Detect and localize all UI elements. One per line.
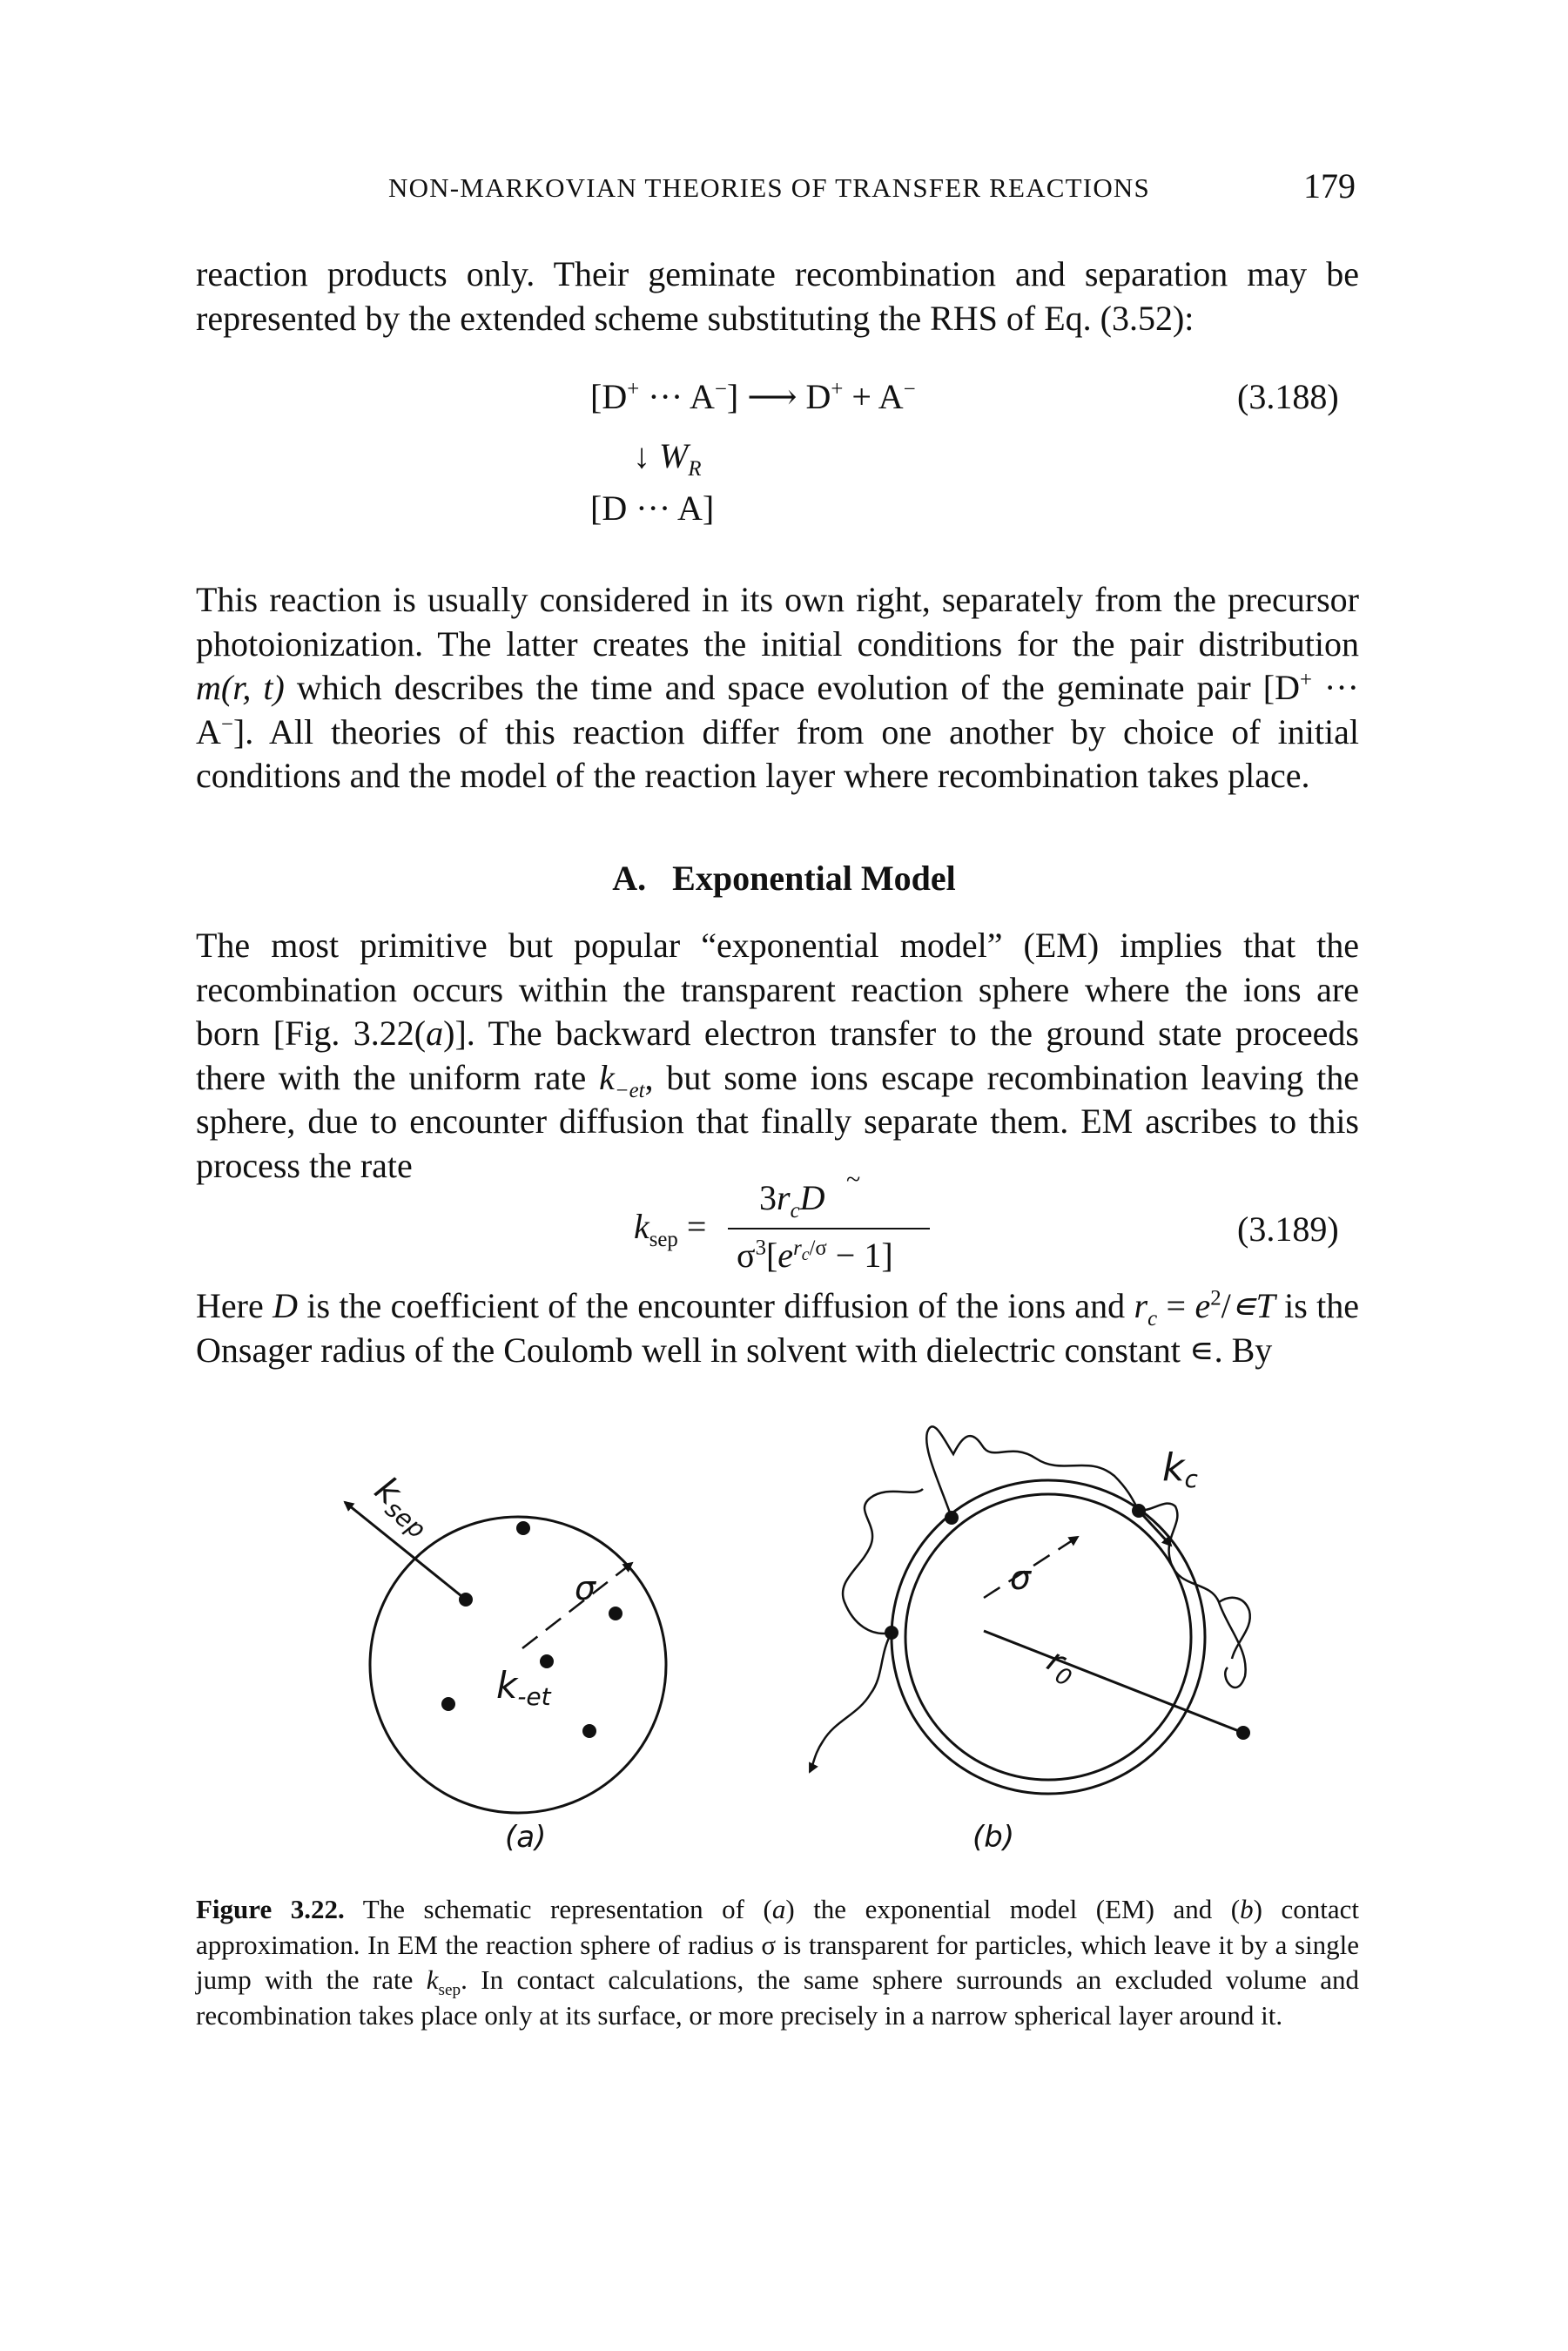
equation-3-188-line3: [D ··· A] [590,488,715,528]
equation-3-189-lhs: ksep = [634,1207,707,1251]
kc-arrow [1137,1509,1173,1547]
page-number: 179 [1303,166,1356,205]
diffusion-trajectory [1218,1596,1252,1660]
diffusion-trajectory [841,1487,924,1635]
reaction-sphere-a [368,1515,668,1815]
diffusion-trajectory [925,1425,1141,1519]
kc-label: kc [1162,1445,1198,1493]
particle-dot [459,1593,473,1607]
figure-caption: Figure 3.22. The schematic representatio… [196,1894,1359,2031]
panel-b-contact-approximation: kc σ r0 [808,1425,1252,1795]
equation-number-3-189: (3.189) [1237,1209,1339,1249]
outer-reaction-layer [890,1479,1207,1795]
particle-dot [441,1697,455,1711]
sigma-radius-arrow-b [983,1535,1080,1600]
sigma-label-b: σ [1010,1559,1033,1597]
sigma-label-a: σ [575,1569,597,1607]
section-heading: A. Exponential Model [612,859,956,898]
tilde-accent: ~ [846,1165,861,1194]
sigma-radius-arrow-a [522,1561,634,1649]
diffusion-trajectory [1138,1502,1247,1689]
r0-line [983,1629,1244,1735]
equation-3-188-line1: [D+ ··· A−] ⟶ D+ + A− [590,377,916,416]
particle-dot [609,1607,622,1620]
diffusion-trajectory [808,1632,893,1774]
panel-a-exponential-model: ksep σ k-et [343,1469,668,1815]
particle-dot [516,1521,530,1535]
particle-dot [540,1654,554,1668]
equation-3-189-denominator: σ3[erc/σ − 1] [737,1236,893,1275]
paragraph-4: Here D is the coefficient of the encount… [196,1286,1359,1370]
paragraph-1: reaction products only. Their geminate r… [196,254,1359,338]
paragraph-2: This reaction is usually considered in i… [196,580,1360,795]
running-head: NON-MARKOVIAN THEORIES OF TRANSFER REACT… [388,172,1150,203]
figure-label-a: (a) [505,1820,547,1855]
ket-label: k-et [496,1664,552,1711]
equation-3-188-rate: ↓ WR [633,436,702,481]
excluded-volume-sphere [904,1492,1193,1782]
ksep-jump-arrow [343,1500,467,1601]
particle-dot [582,1724,596,1738]
escaped-particle-dot [1236,1726,1250,1740]
equation-3-189-numerator: 3rcD ~ [759,1165,861,1223]
equation-3-189-fraction-bar [728,1228,930,1229]
ksep-label: ksep [364,1469,441,1544]
figure-label-b: (b) [972,1820,1015,1855]
figure-3-22: ksep σ k-et kc σ r0 [343,1425,1252,1815]
equation-number-3-188: (3.188) [1237,377,1339,416]
paragraph-3: The most primitive but popular “exponent… [196,926,1359,1185]
